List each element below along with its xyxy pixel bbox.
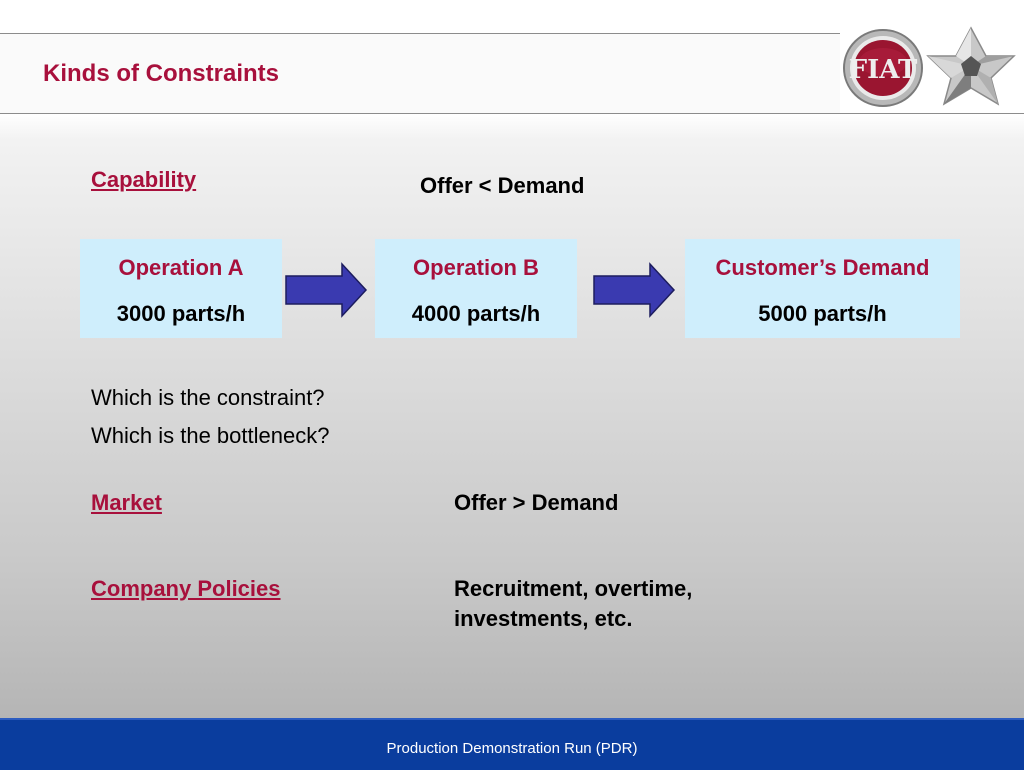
capability-condition: Offer < Demand <box>420 173 585 198</box>
header-divider-top <box>0 33 840 34</box>
title-band <box>0 34 840 113</box>
page-title: Kinds of Constraints <box>43 60 280 87</box>
operation-a-box: Operation A 3000 parts/h <box>80 239 282 338</box>
policies-detail-line2: investments, etc. <box>454 606 633 631</box>
operation-a-rate: 3000 parts/h <box>116 301 246 326</box>
capability-label: Capability <box>91 167 197 192</box>
company-policies-label: Company Policies <box>91 576 281 601</box>
operation-b-rate: 4000 parts/h <box>411 301 541 326</box>
arrow-right-icon <box>285 262 368 318</box>
pentastar-logo <box>926 26 1016 106</box>
fiat-logo-text: FIAT <box>849 55 918 85</box>
brand-logos: FIAT <box>840 24 1020 112</box>
arrow-right-icon <box>593 262 676 318</box>
customer-demand-rate: 5000 parts/h <box>758 301 887 326</box>
market-label: Market <box>91 490 162 515</box>
slide-header: Kinds of Constraints FIAT <box>0 0 1024 114</box>
market-condition: Offer > Demand <box>454 490 619 515</box>
operation-b-title: Operation B <box>413 255 539 280</box>
slide-footer: Production Demonstration Run (PDR) <box>0 718 1024 770</box>
header-divider-bottom <box>0 113 1024 114</box>
question-bottleneck: Which is the bottleneck? <box>91 423 330 448</box>
operation-a-title: Operation A <box>118 255 244 280</box>
footer-text: Production Demonstration Run (PDR) <box>386 740 638 757</box>
customer-demand-box: Customer’s Demand 5000 parts/h <box>685 239 960 338</box>
customer-demand-title: Customer’s Demand <box>715 255 930 280</box>
policies-detail-line1: Recruitment, overtime, <box>454 576 693 601</box>
question-constraint: Which is the constraint? <box>91 385 325 410</box>
fiat-logo: FIAT <box>843 29 923 107</box>
operation-b-box: Operation B 4000 parts/h <box>375 239 577 338</box>
